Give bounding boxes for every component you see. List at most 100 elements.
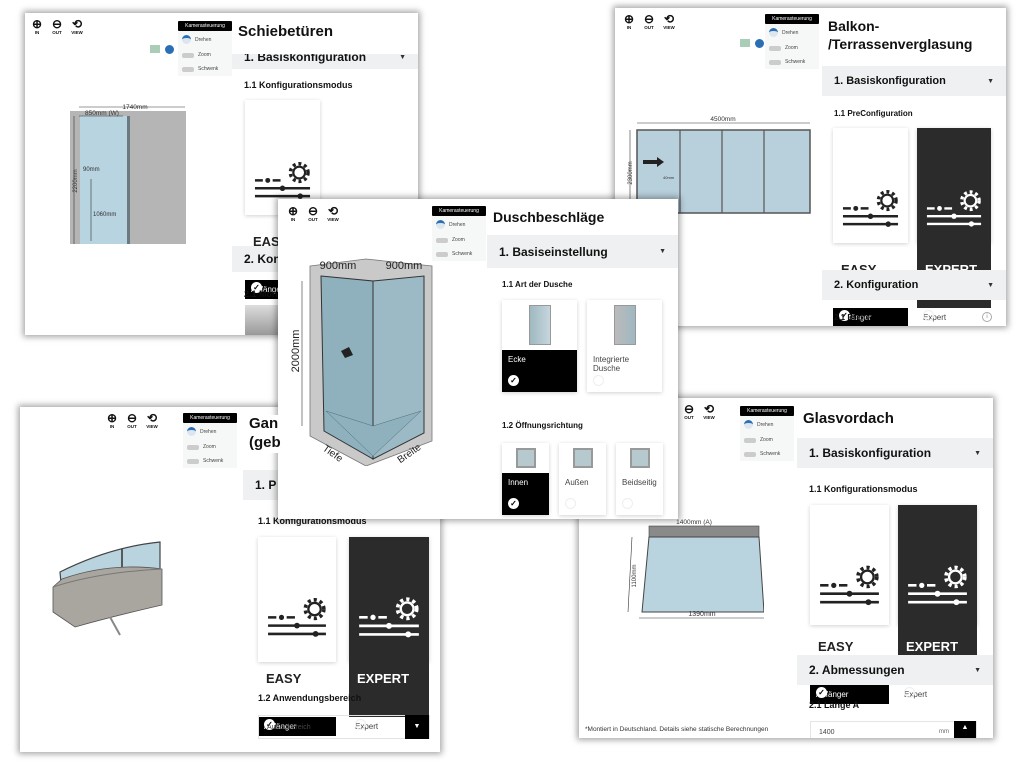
radio-icon: [622, 498, 633, 509]
zoom-in-button[interactable]: ⊕IN: [622, 13, 636, 30]
rotate-button[interactable]: Drehen: [765, 24, 819, 41]
zoom-out-icon: ⊖: [307, 204, 319, 218]
direction-aussen[interactable]: Außen: [559, 443, 606, 515]
card-label: Anfänger: [264, 722, 297, 731]
length-a-input[interactable]: 1400 mm ▲: [810, 721, 977, 738]
zoom-mode-button[interactable]: Zoom: [432, 233, 486, 247]
section-konfiguration[interactable]: 2. Konfiguration▼: [822, 270, 1006, 300]
view-label: VIEW: [703, 415, 715, 420]
application-area-select[interactable]: Außenbereich ▼: [258, 715, 430, 739]
caret-down-icon: ▼: [974, 449, 981, 457]
color-swatch-blue[interactable]: [165, 45, 174, 54]
zoom-mode-button[interactable]: Zoom: [178, 48, 232, 62]
color-swatch[interactable]: [150, 45, 160, 53]
mode-card-expert[interactable]: EXPERT Expert: [898, 505, 977, 699]
dimension-width: 1740mm: [122, 104, 147, 111]
pan-button[interactable]: Schwenk: [740, 447, 794, 461]
pan-button[interactable]: Schwenk: [178, 62, 232, 76]
zoom-in-button[interactable]: ⊕IN: [286, 205, 300, 222]
increment-button[interactable]: ▲: [954, 721, 976, 738]
zoom-out-label: OUT: [684, 415, 694, 420]
view-button[interactable]: ⟲VIEW: [662, 13, 676, 30]
zoom-mode-button[interactable]: Zoom: [740, 433, 794, 447]
config-sidebar: Balkon-/Terrassenverglasung 1. Basiskonf…: [822, 8, 1006, 326]
rotate-label: Drehen: [782, 29, 799, 36]
zoom-in-button[interactable]: ⊕IN: [30, 18, 44, 35]
caret-down-icon: ▼: [399, 53, 406, 61]
zoom-out-button[interactable]: ⊖OUT: [50, 18, 64, 35]
rotate-button[interactable]: Drehen: [432, 216, 486, 233]
section-abmessungen[interactable]: 2. Abmessungen▼: [797, 655, 993, 685]
pan-icon: [187, 458, 199, 464]
zoom-out-button[interactable]: ⊖OUT: [642, 13, 656, 30]
easy-label: EASY: [266, 671, 302, 687]
section-basiseinstellung[interactable]: 1. Basiseinstellung▼: [487, 235, 678, 268]
pan-icon: [769, 59, 781, 65]
section-title: 2. Konfiguration: [834, 279, 919, 291]
pan-button[interactable]: Schwenk: [432, 247, 486, 261]
shower-type-integriert[interactable]: Integrierte Dusche: [587, 300, 662, 392]
rotate-button[interactable]: Drehen: [183, 423, 237, 440]
section-title: 1. Basiskonfiguration: [809, 446, 932, 460]
camera-control-panel: Kamerasteuerung Drehen Zoom Schwenk: [178, 21, 232, 76]
rotate-icon: [769, 28, 778, 37]
color-swatch[interactable]: [740, 39, 750, 47]
section-basiskonfiguration[interactable]: 1. Basiskonfiguration▼: [822, 66, 1006, 96]
pan-label: Schwenk: [452, 251, 473, 257]
section-title: 1. Basiskonfiguration: [834, 75, 946, 87]
color-swatch-blue[interactable]: [755, 39, 764, 48]
zoom-out-button[interactable]: ⊖OUT: [682, 403, 696, 420]
camera-control-panel: Kamerasteuerung Drehen Zoom Schwenk: [432, 206, 486, 261]
zoom-mode-button[interactable]: Zoom: [183, 440, 237, 454]
zoom-in-label: IN: [626, 25, 632, 30]
view-button[interactable]: ⟲VIEW: [145, 412, 159, 429]
section-basiskonfiguration[interactable]: 1. Basiskonfiguration ▼: [797, 438, 993, 468]
zoom-out-button[interactable]: ⊖OUT: [306, 205, 320, 222]
zoom-in-label: IN: [109, 424, 115, 429]
subsection-title: 2.1 Länge A: [809, 700, 860, 710]
dimension-height: 2200mm: [73, 169, 79, 192]
view-button[interactable]: ⟲VIEW: [70, 18, 84, 35]
shower-type-ecke[interactable]: Ecke✓: [502, 300, 577, 392]
curved-railing-3d: [52, 541, 163, 636]
view-button[interactable]: ⟲VIEW: [326, 205, 340, 222]
zoom-mode-button[interactable]: Zoom: [765, 41, 819, 55]
shower-3d-drawing: 900mm 900mm 2000mm Tiefe Breite: [290, 258, 433, 466]
zoom-in-button[interactable]: ⊕IN: [105, 412, 119, 429]
radio-icon: [565, 498, 576, 509]
mode-card-easy[interactable]: EASY Anfänger✓: [833, 128, 908, 326]
info-icon[interactable]: i: [982, 312, 992, 322]
page-title: Gan(geb: [249, 415, 281, 453]
direction-thumbnail: [572, 448, 593, 468]
rotate-button[interactable]: Drehen: [740, 416, 794, 433]
camera-control-panel: Kamerasteuerung Drehen Zoom Schwenk: [740, 406, 794, 461]
dropdown-caret-icon[interactable]: ▼: [405, 715, 429, 739]
easy-settings-icon: [266, 568, 328, 669]
dimension-height: 2300mm: [628, 161, 634, 184]
pan-button[interactable]: Schwenk: [765, 55, 819, 69]
subsection-title: 1.1 Konfigurationsmodus: [244, 80, 353, 90]
rotate-button[interactable]: Drehen: [178, 31, 232, 48]
page-title-line1: Gan: [249, 415, 279, 432]
pan-button[interactable]: Schwenk: [183, 454, 237, 468]
direction-beidseitig[interactable]: Beidseitig: [616, 443, 663, 515]
direction-innen[interactable]: Innen✓: [502, 443, 549, 515]
subsection-title: 1.1 Konfigurationsmodus: [258, 516, 367, 526]
view-button[interactable]: ⟲VIEW: [702, 403, 716, 420]
mode-card-expert[interactable]: EXPERT Expert: [349, 537, 429, 731]
window-schiebetueren: ⊕IN ⊖OUT ⟲VIEW Kamerasteuerung Drehen Zo…: [25, 13, 418, 335]
zoom-out-icon: ⊖: [643, 12, 655, 26]
dimension-top: 1400mm (A): [676, 519, 712, 526]
mode-card-easy[interactable]: EASY Anfänger✓: [245, 100, 320, 299]
mode-card-easy[interactable]: EASY Anfänger✓: [258, 537, 336, 736]
pan-label: Schwenk: [203, 458, 224, 464]
caret-down-icon: ▼: [659, 248, 666, 255]
zoom-out-button[interactable]: ⊖OUT: [125, 412, 139, 429]
mode-card-expert[interactable]: EXPERT Expert: [917, 128, 991, 322]
card-label: Außen: [565, 478, 589, 487]
page-title: Duschbeschläge: [493, 209, 605, 227]
dimension-width-2: 900mm: [386, 260, 423, 272]
camera-control-label: Kamerasteuerung: [183, 413, 237, 423]
zoom-out-label: OUT: [308, 217, 318, 222]
mode-card-easy[interactable]: EASY Anfänger✓: [810, 505, 889, 704]
